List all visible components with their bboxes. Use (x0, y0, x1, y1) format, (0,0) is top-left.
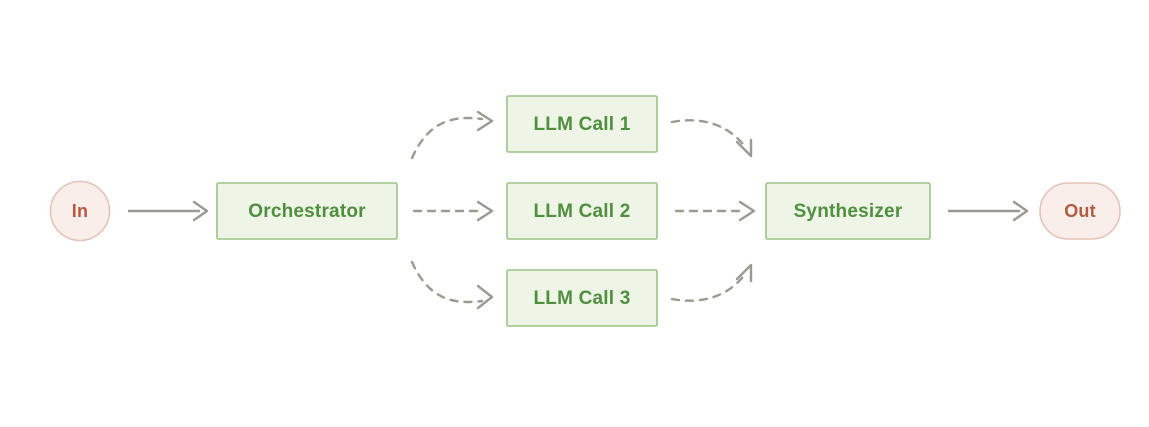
node-llm-call-2[interactable]: LLM Call 2 (506, 182, 658, 240)
node-llm-call-3-label: LLM Call 3 (533, 288, 630, 309)
node-synthesizer-shape (765, 182, 931, 240)
node-llm-call-3[interactable]: LLM Call 3 (506, 269, 658, 327)
node-llm-call-1-label: LLM Call 1 (533, 114, 630, 135)
edge-dashed-path (670, 119, 748, 150)
edge-llm3-to-synthesizer (670, 263, 753, 302)
arrowhead-open-v-icon (476, 284, 494, 310)
node-llm-call-2-shape (506, 182, 658, 240)
node-synthesizer[interactable]: Synthesizer (765, 182, 931, 240)
edge-llm2-to-synthesizer (674, 200, 756, 222)
edge-llm1-to-synthesizer (670, 119, 753, 158)
arrowhead-open-v-icon (192, 200, 209, 222)
node-out[interactable]: Out (1039, 182, 1121, 240)
node-out-shape (1039, 182, 1121, 240)
node-synthesizer-label: Synthesizer (794, 201, 903, 222)
arrowhead-open-v-icon (476, 200, 494, 222)
edge-in-to-orchestrator (128, 200, 209, 222)
node-llm-call-1[interactable]: LLM Call 1 (506, 95, 658, 153)
node-llm-call-2-label: LLM Call 2 (533, 201, 630, 222)
arrowhead-open-v-icon (1012, 200, 1029, 222)
node-orchestrator-label: Orchestrator (248, 201, 366, 222)
edge-orchestrator-to-llm3 (410, 260, 494, 310)
edge-orchestrator-to-llm1 (410, 110, 494, 160)
node-in[interactable]: In (49, 180, 111, 242)
edge-orchestrator-to-llm2 (412, 200, 494, 222)
node-llm-call-3-shape (506, 269, 658, 327)
arrowhead-open-corner-down-icon (735, 138, 753, 158)
node-in-shape (49, 180, 111, 242)
node-orchestrator-shape (216, 182, 398, 240)
edge-dashed-path (410, 116, 484, 160)
arrowhead-open-corner-up-icon (735, 263, 753, 283)
node-in-label: In (72, 201, 88, 221)
arrowhead-open-v-icon (738, 200, 756, 222)
edge-dashed-path (670, 271, 748, 302)
node-out-label: Out (1064, 201, 1096, 221)
edge-dashed-path (410, 260, 484, 304)
arrowhead-open-v-icon (476, 110, 494, 132)
edge-synthesizer-to-out (948, 200, 1029, 222)
node-llm-call-1-shape (506, 95, 658, 153)
node-orchestrator[interactable]: Orchestrator (216, 182, 398, 240)
